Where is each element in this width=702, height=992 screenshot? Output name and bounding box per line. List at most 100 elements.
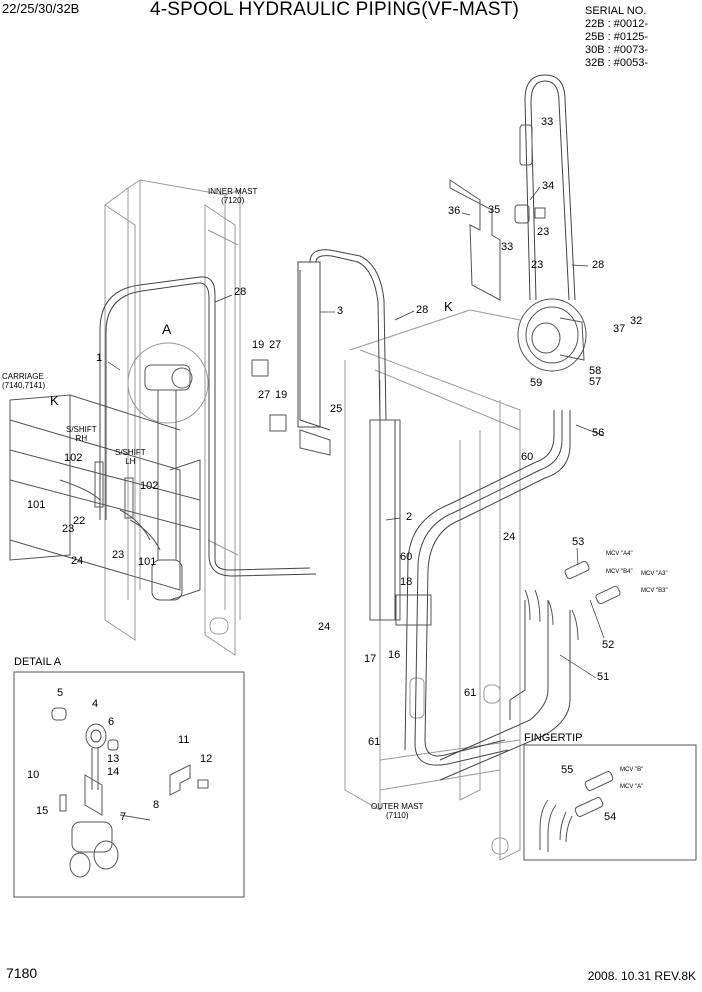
part-callout-28a: 28: [234, 286, 247, 298]
part-callout-2: 2: [406, 511, 413, 523]
part-callout-35: 35: [488, 204, 501, 216]
part-callout-61-lower: 61: [368, 736, 381, 748]
sshift-rh-caption: S/SHIFT RH: [66, 425, 97, 443]
part-callout-33-low: 33: [501, 241, 514, 253]
fingertip-frame: [523, 744, 697, 861]
part-callout-60-right: 60: [521, 451, 534, 463]
part-callout-23-mid: 23: [531, 259, 544, 271]
part-callout-101-left: 101: [27, 499, 46, 511]
part-callout-33-top: 33: [541, 116, 554, 128]
part-callout-15: 15: [36, 805, 49, 817]
hose-29: [524, 74, 576, 301]
serial-number-block: SERIAL NO. 22B : #0012- 25B : #0125- 30B…: [585, 5, 648, 70]
part-callout-57: 57: [589, 376, 602, 388]
part-callout-18: 18: [400, 576, 413, 588]
outer-mast-outline: [344, 309, 521, 861]
part-callout-11: 11: [178, 734, 190, 746]
part-callout-3: 3: [337, 305, 344, 317]
view-k-marker-left: K: [50, 393, 59, 408]
part-callout-25: 25: [330, 403, 343, 415]
part-callout-32: 32: [630, 315, 643, 327]
part-callout-58: 58: [589, 365, 602, 377]
serial-title: SERIAL NO.: [585, 5, 647, 17]
part-callout-59: 59: [530, 377, 543, 389]
sshift-lh-label: S/SHIFT: [115, 448, 146, 457]
mcv-a3-label: MCV "A3": [641, 571, 668, 577]
part-callout-56: 56: [592, 427, 605, 439]
part-callout-52: 52: [602, 639, 615, 651]
lift-cylinder-a: [127, 342, 209, 601]
part-callout-23-top: 23: [537, 226, 550, 238]
sshift-rh-label: S/SHIFT: [66, 425, 97, 434]
inner-mast-caption: INNER MAST (7120): [208, 187, 257, 205]
part-callout-23-left: 23: [62, 523, 75, 535]
part-callout-23-low: 23: [112, 549, 125, 561]
sshift-rh-side: RH: [75, 434, 88, 443]
inner-mast-outline: [104, 179, 241, 656]
carriage-code: (7140,7141): [2, 381, 46, 390]
fingertip-title: FINGERTIP: [524, 732, 583, 744]
part-callout-34: 34: [542, 180, 555, 192]
sshift-lh-caption: S/SHIFT LH: [115, 448, 146, 466]
part-callout-27a: 27: [269, 339, 282, 351]
part-callout-10: 10: [27, 769, 40, 781]
hose-loop-mid: [309, 249, 387, 421]
part-callout-6: 6: [108, 716, 115, 728]
bracket-36: [449, 179, 501, 301]
part-callout-53: 53: [572, 536, 585, 548]
sshift-lh-side: LH: [125, 457, 136, 466]
part-callout-102-left: 102: [64, 452, 83, 464]
view-a-marker: A: [162, 321, 172, 337]
part-callout-19b: 19: [275, 389, 288, 401]
mcv-a4-label: MCV "A4": [606, 551, 633, 557]
outer-mast-label: OUTER MAST: [371, 802, 424, 811]
serial-22b: 22B : #0012-: [585, 18, 648, 30]
mcv-b-label: MCV "B": [620, 767, 644, 773]
inner-mast-code: (7120): [221, 196, 245, 205]
part-callout-36: 36: [448, 205, 461, 217]
detail-a-title: DETAIL A: [14, 656, 62, 668]
mcv-b4-label: MCV "B4": [606, 569, 633, 575]
part-callout-27b: 27: [258, 389, 271, 401]
part-callout-101-right: 101: [138, 556, 157, 568]
part-callout-7: 7: [120, 811, 127, 823]
part-callout-61-upper: 61: [464, 687, 477, 699]
part-callout-24-mid: 24: [318, 621, 331, 633]
serial-30b: 30B : #0073-: [585, 44, 648, 56]
part-callout-54: 54: [604, 811, 617, 823]
view-k-marker-right: K: [444, 299, 453, 314]
part-callout-16: 16: [388, 649, 401, 661]
carriage-caption: CARRIAGE (7140,7141): [2, 372, 45, 390]
part-callout-17: 17: [364, 653, 377, 665]
pulley-37: [517, 298, 587, 372]
part-callout-24-right: 24: [503, 531, 516, 543]
pipe-51: [439, 600, 571, 781]
part-callout-9: 28: [592, 259, 605, 271]
part-callout-102-right: 102: [140, 480, 159, 492]
carriage-label: CARRIAGE: [2, 372, 44, 381]
detail-a-frame: [13, 671, 245, 898]
part-callout-51: 51: [597, 671, 610, 683]
outer-mast-code: (7110): [385, 811, 409, 820]
inner-mast-label: INNER MAST: [208, 187, 258, 196]
part-callout-37: 37: [613, 323, 626, 335]
serial-32b: 32B : #0053-: [585, 57, 648, 69]
mcv-fittings: [524, 560, 621, 641]
outer-mast-caption: OUTER MAST (7110): [371, 802, 423, 820]
mcv-a-label: MCV "A": [620, 784, 644, 790]
page-title: 4-SPOOL HYDRAULIC PIPING(VF-MAST): [150, 0, 520, 20]
model-label: 22/25/30/32B: [2, 1, 80, 16]
mcv-b3-label: MCV "B3": [641, 588, 668, 594]
detail-a-parts: [51, 707, 209, 878]
pipe-56: [424, 410, 571, 757]
part-callout-4: 4: [92, 698, 99, 710]
fingertip-parts: [539, 771, 614, 852]
part-callout-13: 13: [107, 753, 120, 765]
part-callout-55: 55: [561, 764, 574, 776]
part-callout-60-left: 60: [400, 551, 413, 563]
revision-date: 2008. 10.31 REV.8K: [587, 969, 696, 983]
part-callout-5: 5: [57, 687, 64, 699]
serial-25b: 25B : #0125-: [585, 31, 648, 43]
part-callout-19a: 19: [252, 339, 265, 351]
